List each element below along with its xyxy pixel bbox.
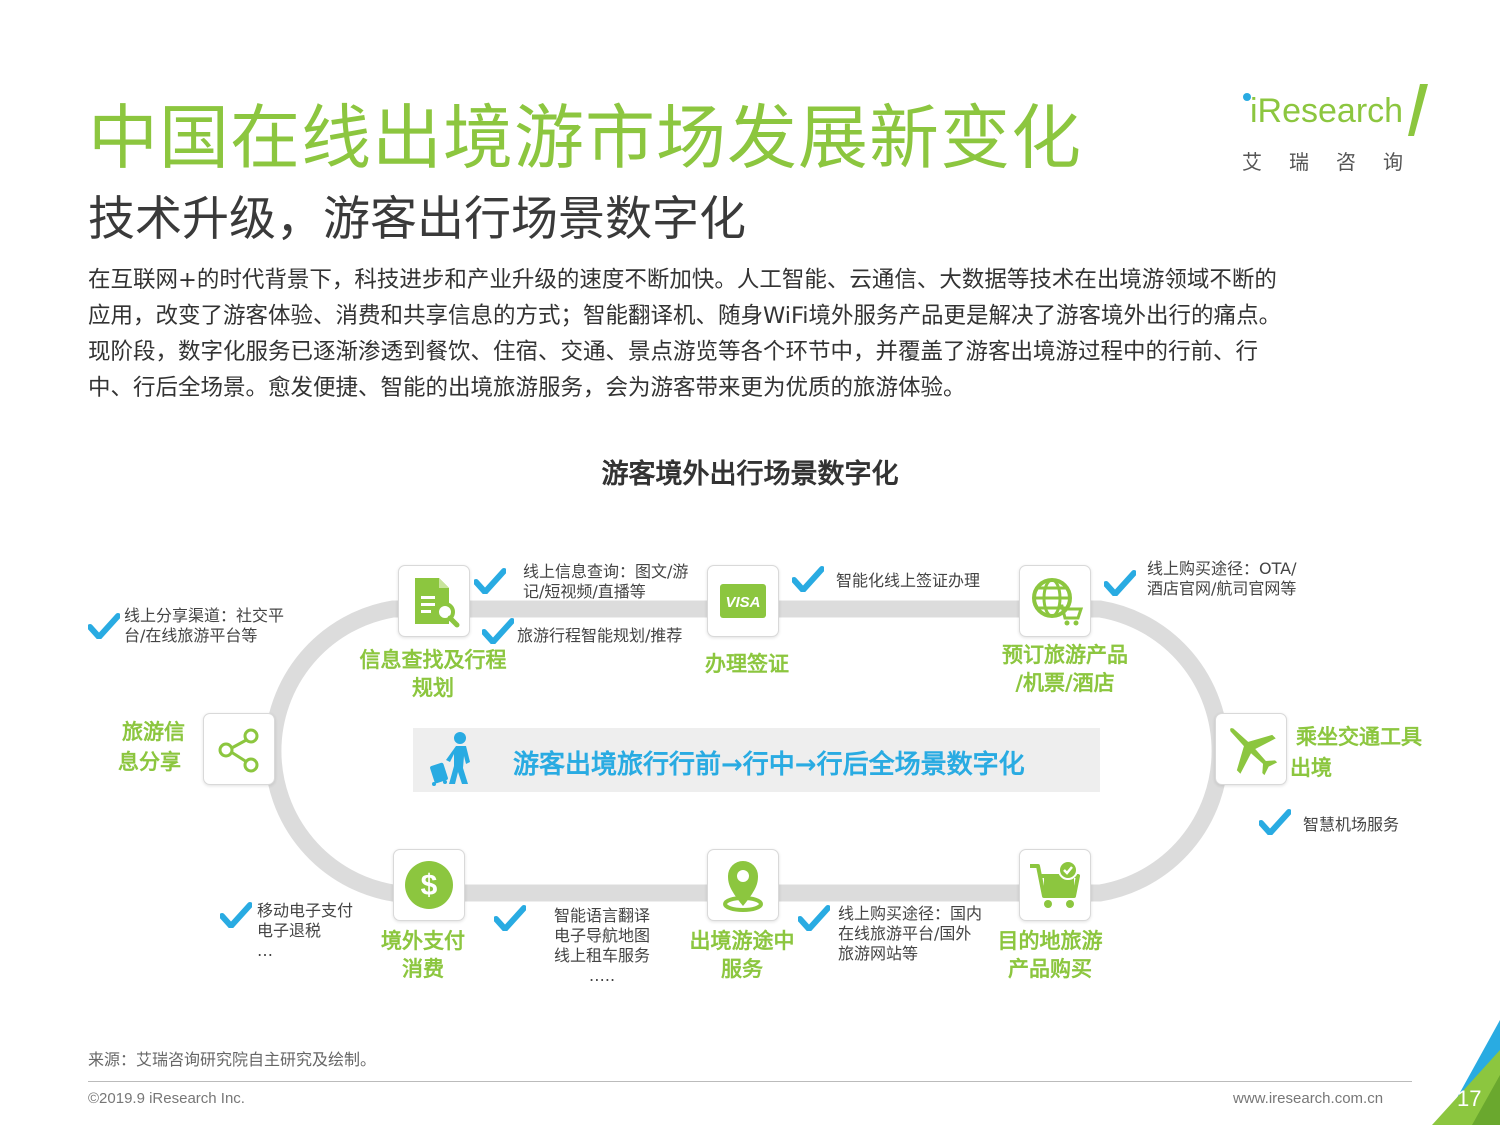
node-label: 信息查找及行程 规划 — [359, 648, 507, 700]
node-label: 乘坐交通工具 — [1296, 725, 1422, 749]
node-label: 目的地旅游 产品购买 — [997, 929, 1103, 981]
traveler-with-luggage-icon — [430, 732, 470, 786]
center-caption: 游客出境旅行行前→行中→行后全场景数字化 — [513, 750, 1025, 780]
node-visa: VISA — [707, 565, 779, 637]
dollar-coin-icon: $ — [405, 861, 453, 909]
note-airport: 智慧机场服务 — [1303, 815, 1400, 834]
visa-card-icon: VISA — [720, 584, 766, 618]
note-in-trip: 智能语言翻译 电子导航地图 线上租车服务 ….. — [553, 906, 650, 985]
checkmark-icon — [220, 902, 252, 928]
body-paragraph: 在互联网+的时代背景下，科技进步和产业升级的速度不断加快。人工智能、云通信、大数… — [88, 262, 1418, 406]
node-info-search — [398, 565, 470, 637]
diagram-title: 游客境外出行场景数字化 — [601, 459, 899, 490]
node-label: 旅游信 — [122, 720, 185, 744]
node-label: 办理签证 — [705, 652, 789, 676]
center-band — [413, 728, 1100, 792]
checkmark-icon — [792, 566, 824, 592]
note-shopping: 线上购买途径：国内 在线旅游平台/国外 旅游网站等 — [838, 904, 983, 963]
node-label: 出境游途中 服务 — [689, 929, 795, 981]
note-sharing: 线上分享渠道：社交平 台/在线旅游平台等 — [124, 606, 285, 645]
copyright: ©2019.9 iResearch Inc. — [88, 1090, 245, 1107]
body-line: 中、行后全场景。愈发便捷、智能的出境旅游服务，会为游客带来更为优质的旅游体验。 — [88, 375, 966, 401]
node-transport — [1215, 713, 1287, 785]
airplane-icon — [1230, 728, 1278, 776]
source-note: 来源：艾瑞咨询研究院自主研究及绘制。 — [88, 1050, 377, 1069]
globe-cart-icon — [1032, 578, 1084, 626]
body-line: 应用，改变了游客体验、消费和共享信息的方式；智能翻译机、随身WiFi境外服务产品… — [88, 303, 1282, 329]
page-subtitle: 技术升级，游客出行场景数字化 — [88, 192, 746, 247]
svg-text:$: $ — [421, 869, 438, 902]
node-booking — [1019, 565, 1091, 637]
note-info-query: 线上信息查询：图文/游 记/短视频/直播等 — [523, 562, 689, 601]
logo-wordmark: iResearch — [1250, 92, 1404, 130]
svg-text:VISA: VISA — [725, 594, 760, 611]
share-icon — [218, 728, 259, 773]
page-title: 中国在线出境游市场发展新变化 — [88, 97, 1082, 179]
body-line: 在互联网+的时代背景下，科技进步和产业升级的速度不断加快。人工智能、云通信、大数… — [88, 267, 1277, 293]
note-visa: 智能化线上签证办理 — [836, 571, 981, 590]
checkmark-icon — [88, 613, 120, 639]
note-itinerary: 旅游行程智能规划/推荐 — [517, 626, 683, 645]
shopping-cart-icon — [1030, 860, 1080, 908]
node-label: 预订旅游产品 /机票/酒店 — [1002, 643, 1128, 695]
note-payment: 移动电子支付 电子退税 … — [257, 901, 354, 960]
logo-banner-icon — [1242, 82, 1428, 138]
corner-decoration — [1432, 1020, 1500, 1125]
checkmark-icon — [1259, 809, 1291, 835]
node-label: 出境 — [1290, 756, 1332, 780]
checkmark-icon — [494, 905, 526, 931]
node-in-trip — [707, 849, 779, 921]
logo-chinese-name: 艾瑞咨询 — [1242, 150, 1430, 174]
checkmark-icon — [1104, 570, 1136, 596]
node-destination-shopping — [1019, 849, 1091, 921]
website-link[interactable]: www.iresearch.com.cn — [1233, 1090, 1384, 1107]
page-number: 17 — [1457, 1086, 1482, 1111]
checkmark-icon — [482, 618, 514, 644]
checkmark-icon — [798, 905, 830, 931]
location-pin-icon — [723, 861, 763, 912]
body-line: 现阶段，数字化服务已逐渐渗透到餐饮、住宿、交通、景点游览等各个环节中，并覆盖了游… — [88, 339, 1259, 365]
note-booking: 线上购买途径：OTA/ 酒店官网/航司官网等 — [1147, 559, 1297, 598]
checkmark-icon — [474, 568, 506, 594]
footer-divider — [88, 1081, 1412, 1082]
node-payment: $ — [393, 849, 465, 921]
node-sharing — [203, 713, 275, 785]
node-label: 息分享 — [118, 750, 181, 774]
document-search-icon — [415, 578, 460, 628]
node-label: 境外支付 消费 — [381, 929, 465, 981]
